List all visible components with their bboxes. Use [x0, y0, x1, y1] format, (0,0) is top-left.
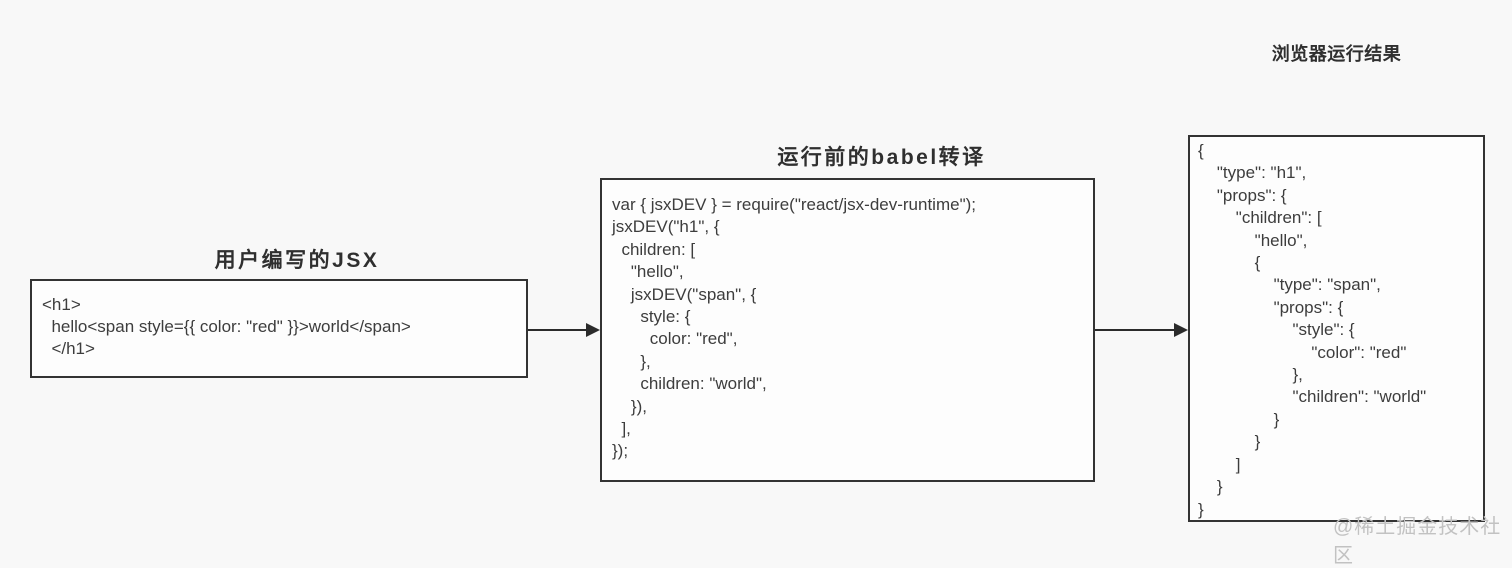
arrow-head-icon	[1174, 323, 1188, 337]
result-code-box: { "type": "h1", "props": { "children": […	[1188, 135, 1485, 522]
result-panel-title: 浏览器运行结果	[1271, 44, 1402, 64]
result-code-text: { "type": "h1", "props": { "children": […	[1198, 141, 1427, 519]
babel-code-box: var { jsxDEV } = require("react/jsx-dev-…	[600, 178, 1095, 482]
juejin-watermark: @稀土掘金技术社区	[1333, 516, 1502, 567]
jsx-panel-title: 用户编写的JSX	[214, 249, 380, 272]
babel-panel-title: 运行前的babel转译	[777, 146, 986, 169]
jsx-code-text: <h1> hello<span style={{ color: "red" }}…	[42, 295, 411, 358]
babel-code-text: var { jsxDEV } = require("react/jsx-dev-…	[612, 195, 976, 461]
arrow-line	[528, 329, 588, 331]
arrow-head-icon	[586, 323, 600, 337]
arrow-line	[1095, 329, 1176, 331]
jsx-babel-flow-diagram: 用户编写的JSX <h1> hello<span style={{ color:…	[30, 44, 1500, 567]
jsx-code-box: <h1> hello<span style={{ color: "red" }}…	[30, 279, 528, 378]
